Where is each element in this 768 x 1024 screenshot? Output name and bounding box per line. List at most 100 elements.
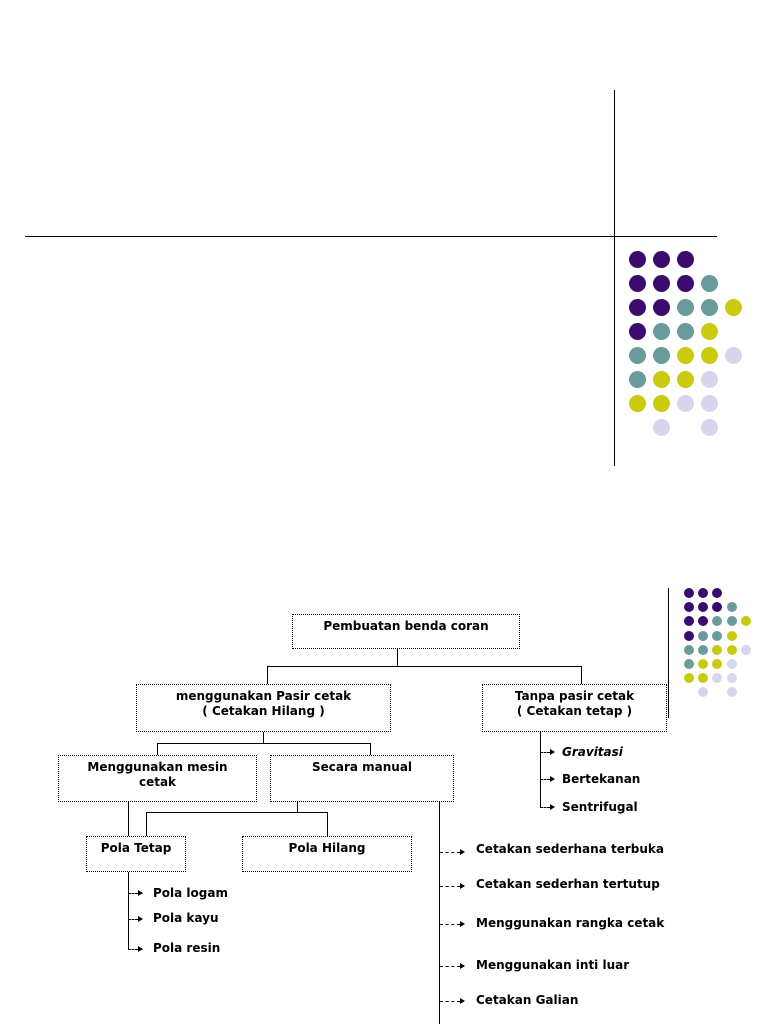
decorative-dot (726, 644, 737, 655)
arrow-connector (128, 949, 138, 950)
arrow-connector (440, 966, 460, 967)
manual-item-rangka: Menggunakan rangka cetak (476, 916, 665, 930)
connector (267, 666, 268, 684)
decorative-dot (676, 346, 694, 364)
decorative-dot (652, 370, 670, 388)
decorative-dot (698, 644, 709, 655)
arrow-connector (440, 924, 460, 925)
connector (581, 666, 582, 684)
connector (267, 666, 582, 667)
slide-2-vertical-rule (668, 588, 669, 718)
decorative-dot (652, 274, 670, 292)
connector (128, 802, 129, 836)
connector (327, 812, 328, 836)
decorative-dot (724, 346, 742, 364)
manual-items-trunk (439, 802, 440, 1024)
pola-tetap-label: Pola Tetap (100, 841, 172, 855)
pola-tetap-box: Pola Tetap (86, 836, 186, 872)
decorative-dot (628, 250, 646, 268)
root-box: Pembuatan benda coran (292, 614, 520, 649)
arrow-connector (128, 893, 138, 894)
decorative-dot (712, 644, 723, 655)
connector (146, 812, 327, 813)
decorative-dot (684, 644, 694, 655)
root-label: Pembuatan benda coran (323, 619, 489, 633)
arrow-connector (440, 886, 460, 887)
decorative-dot (684, 673, 694, 684)
decorative-dot (684, 602, 694, 613)
tetap-item-gravitasi: Gravitasi (562, 745, 623, 759)
decorative-dot (652, 346, 670, 364)
arrow-head (138, 916, 143, 922)
decorative-dot (712, 616, 723, 627)
decorative-dot (698, 630, 709, 641)
decorative-dot (676, 370, 694, 388)
arrow-connector (540, 807, 550, 808)
connector (397, 648, 398, 666)
connector (157, 743, 370, 744)
decorative-dot (676, 298, 694, 316)
connector (370, 743, 371, 755)
tetap-items-trunk (540, 732, 541, 808)
decorative-dot (698, 602, 709, 613)
decorative-dot (628, 298, 646, 316)
decorative-dot (726, 659, 737, 669)
decorative-dot (652, 418, 670, 436)
decorative-dot (676, 394, 694, 412)
decorative-dot (628, 394, 646, 412)
decorative-dot (684, 630, 694, 641)
pola-hilang-box: Pola Hilang (242, 836, 412, 872)
tetap-item-bertekanan: Bertekanan (562, 772, 641, 786)
decorative-dot (698, 616, 709, 627)
slide-1-vertical-rule (614, 90, 615, 466)
decorative-dot (700, 298, 718, 316)
decorative-dot (700, 394, 718, 412)
decorative-dot (698, 673, 709, 684)
decorative-dot (628, 322, 646, 340)
decorative-dot (684, 588, 694, 598)
arrow-connector (440, 1001, 460, 1002)
decorative-dot (698, 588, 709, 598)
decorative-dot (726, 687, 737, 698)
manual-item-inti-luar: Menggunakan inti luar (476, 958, 630, 972)
decorative-dot (676, 250, 694, 268)
decorative-dot (712, 602, 723, 613)
left-branch-line1: menggunakan Pasir cetak (175, 689, 352, 703)
pola-hilang-label: Pola Hilang (288, 841, 366, 855)
arrow-head (460, 998, 465, 1004)
arrow-head (550, 749, 555, 755)
connector (146, 812, 147, 836)
decorative-dot (652, 394, 670, 412)
decorative-dot (652, 322, 670, 340)
tetap-item-sentrifugal: Sentrifugal (562, 800, 638, 814)
decorative-dot (700, 274, 718, 292)
decorative-dot (676, 322, 694, 340)
decorative-dot (740, 644, 751, 655)
decorative-dot (700, 418, 718, 436)
decorative-dot (652, 298, 670, 316)
decorative-dot (698, 659, 709, 669)
decorative-dot (712, 588, 723, 598)
decorative-dot (700, 346, 718, 364)
arrow-head (550, 776, 555, 782)
arrow-head (460, 883, 465, 889)
decorative-dot (726, 602, 737, 613)
mesin-line1: Menggunakan mesin (87, 760, 228, 774)
arrow-head (460, 963, 465, 969)
right-branch-line2: ( Cetakan tetap ) (516, 704, 633, 718)
decorative-dot (712, 630, 723, 641)
decorative-dot (724, 298, 742, 316)
decorative-dot (700, 370, 718, 388)
manual-item-terbuka: Cetakan sederhana terbuka (476, 842, 664, 856)
arrow-head (138, 890, 143, 896)
connector (297, 802, 298, 812)
right-branch-line1: Tanpa pasir cetak (514, 689, 635, 703)
decorative-dot (676, 274, 694, 292)
manual-box: Secara manual (270, 755, 454, 802)
left-branch-line2: ( Cetakan Hilang ) (202, 704, 325, 718)
right-branch-box: Tanpa pasir cetak ( Cetakan tetap ) (482, 684, 667, 732)
arrow-head (550, 804, 555, 810)
decorative-dot (652, 250, 670, 268)
arrow-connector (540, 779, 550, 780)
